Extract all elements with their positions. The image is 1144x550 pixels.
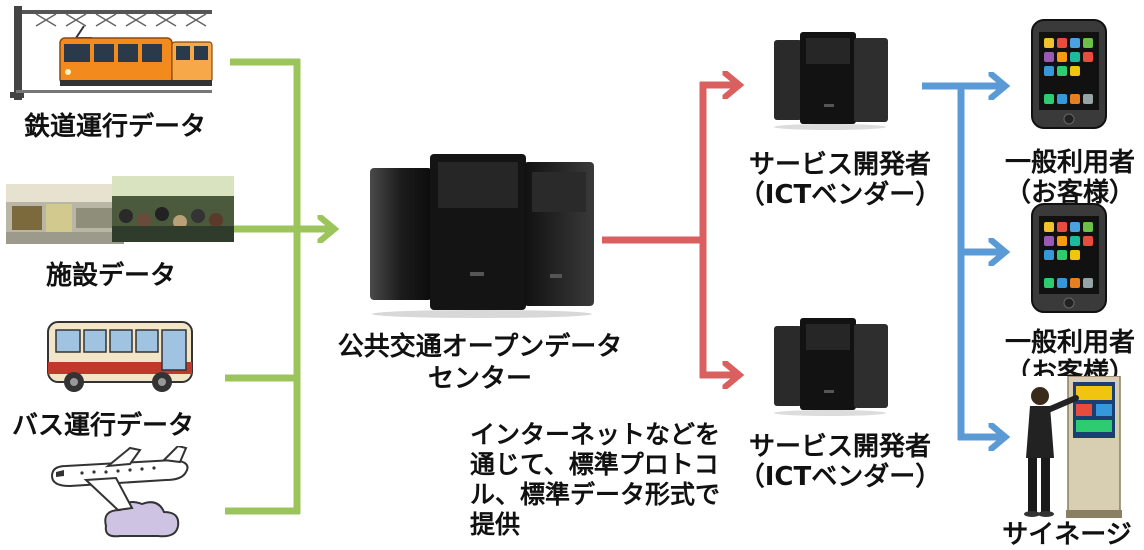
bus-data-label: バス運行データ	[12, 411, 195, 441]
user2-label-line1: 一般利用者	[1004, 328, 1135, 358]
vendor-top-label-line2: （ICTベンダー）	[738, 180, 942, 210]
vendor-bottom-label-line2: （ICTベンダー）	[738, 462, 942, 492]
delivery-note-line1: インターネットなどを	[470, 420, 721, 449]
train-icon	[6, 4, 218, 100]
station-photo	[6, 176, 234, 252]
delivery-note-line3: ル、標準データ形式で	[470, 480, 721, 509]
signage-label: サイネージ	[1002, 520, 1132, 550]
railway-data-label: 鉄道運行データ	[24, 112, 207, 142]
user2-label-line2: （お客様）	[1004, 358, 1135, 376]
delivery-note-line2: 通じて、標準プロトコ	[470, 450, 719, 479]
center-label-line1: 公共交通オープンデータ	[337, 332, 623, 362]
green-input-lines	[225, 58, 333, 515]
vendor-bottom-label-line1: サービス開発者	[748, 432, 931, 462]
user1-label-line1: 一般利用者	[1004, 148, 1135, 178]
vendor-server-icon-bottom	[770, 316, 892, 416]
center-label-line2: センター	[427, 364, 532, 394]
center-server-icon	[366, 152, 598, 318]
airplane-icon	[46, 446, 196, 542]
red-output-lines	[602, 82, 738, 378]
bus-icon	[44, 318, 196, 396]
delivery-note-line4: 提供	[470, 510, 521, 539]
vendor-server-icon-top	[770, 30, 892, 130]
smartphone-icon-1	[1030, 18, 1108, 130]
blue-distribution-lines	[922, 83, 1004, 440]
vendor-top-label-line1: サービス開発者	[748, 150, 931, 180]
signage-kiosk-icon	[1016, 376, 1126, 520]
smartphone-icon-2	[1030, 202, 1108, 314]
facility-data-label: 施設データ	[46, 261, 177, 291]
